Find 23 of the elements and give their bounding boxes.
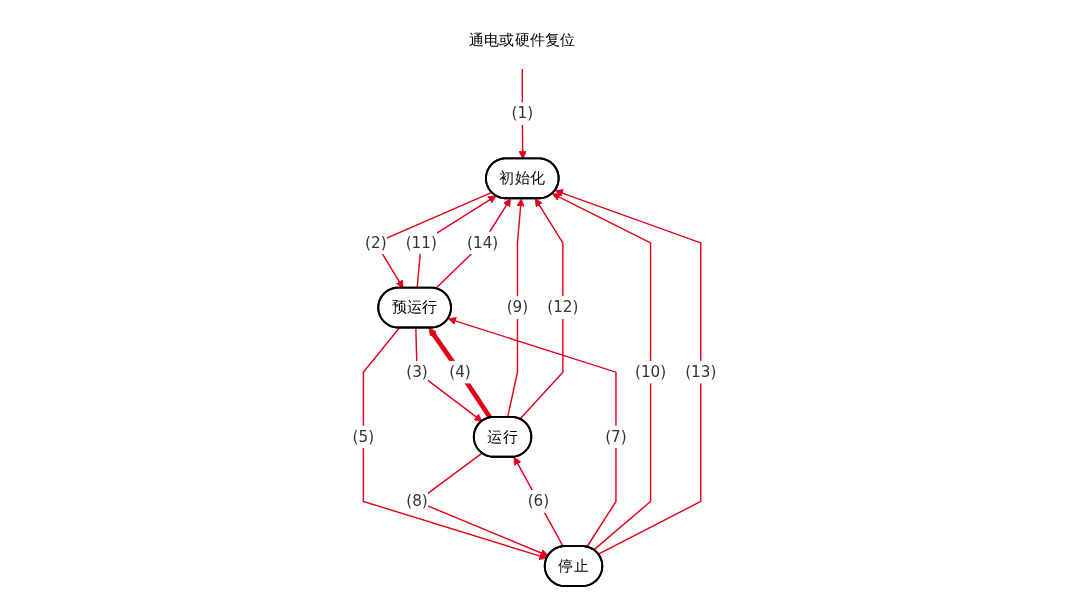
edge-label: (8) [405,491,428,510]
edge-label: (9) [506,298,528,317]
arrow [551,193,651,551]
arrow [447,317,617,548]
node-text: 通电或硬件复位 [468,30,576,50]
edge-label: (10) [634,362,666,381]
edge-label: (14) [466,233,498,252]
arrow [518,198,564,420]
edge-label: (4) [448,362,471,381]
arrow [434,198,511,290]
arrow [362,327,547,560]
edge-label: (5) [352,427,374,446]
arrow [414,327,482,422]
arrow [554,189,701,555]
edge-label: (7) [604,427,627,446]
edge-label: (1) [511,104,533,123]
edge-label: (11) [405,233,437,252]
edge-label: (3) [405,362,428,381]
edge-label: (13) [684,362,716,381]
edge-label: (12) [546,298,578,317]
arrow [513,456,564,548]
edge-label: (2) [364,233,387,252]
edge-label: (6) [527,491,549,510]
